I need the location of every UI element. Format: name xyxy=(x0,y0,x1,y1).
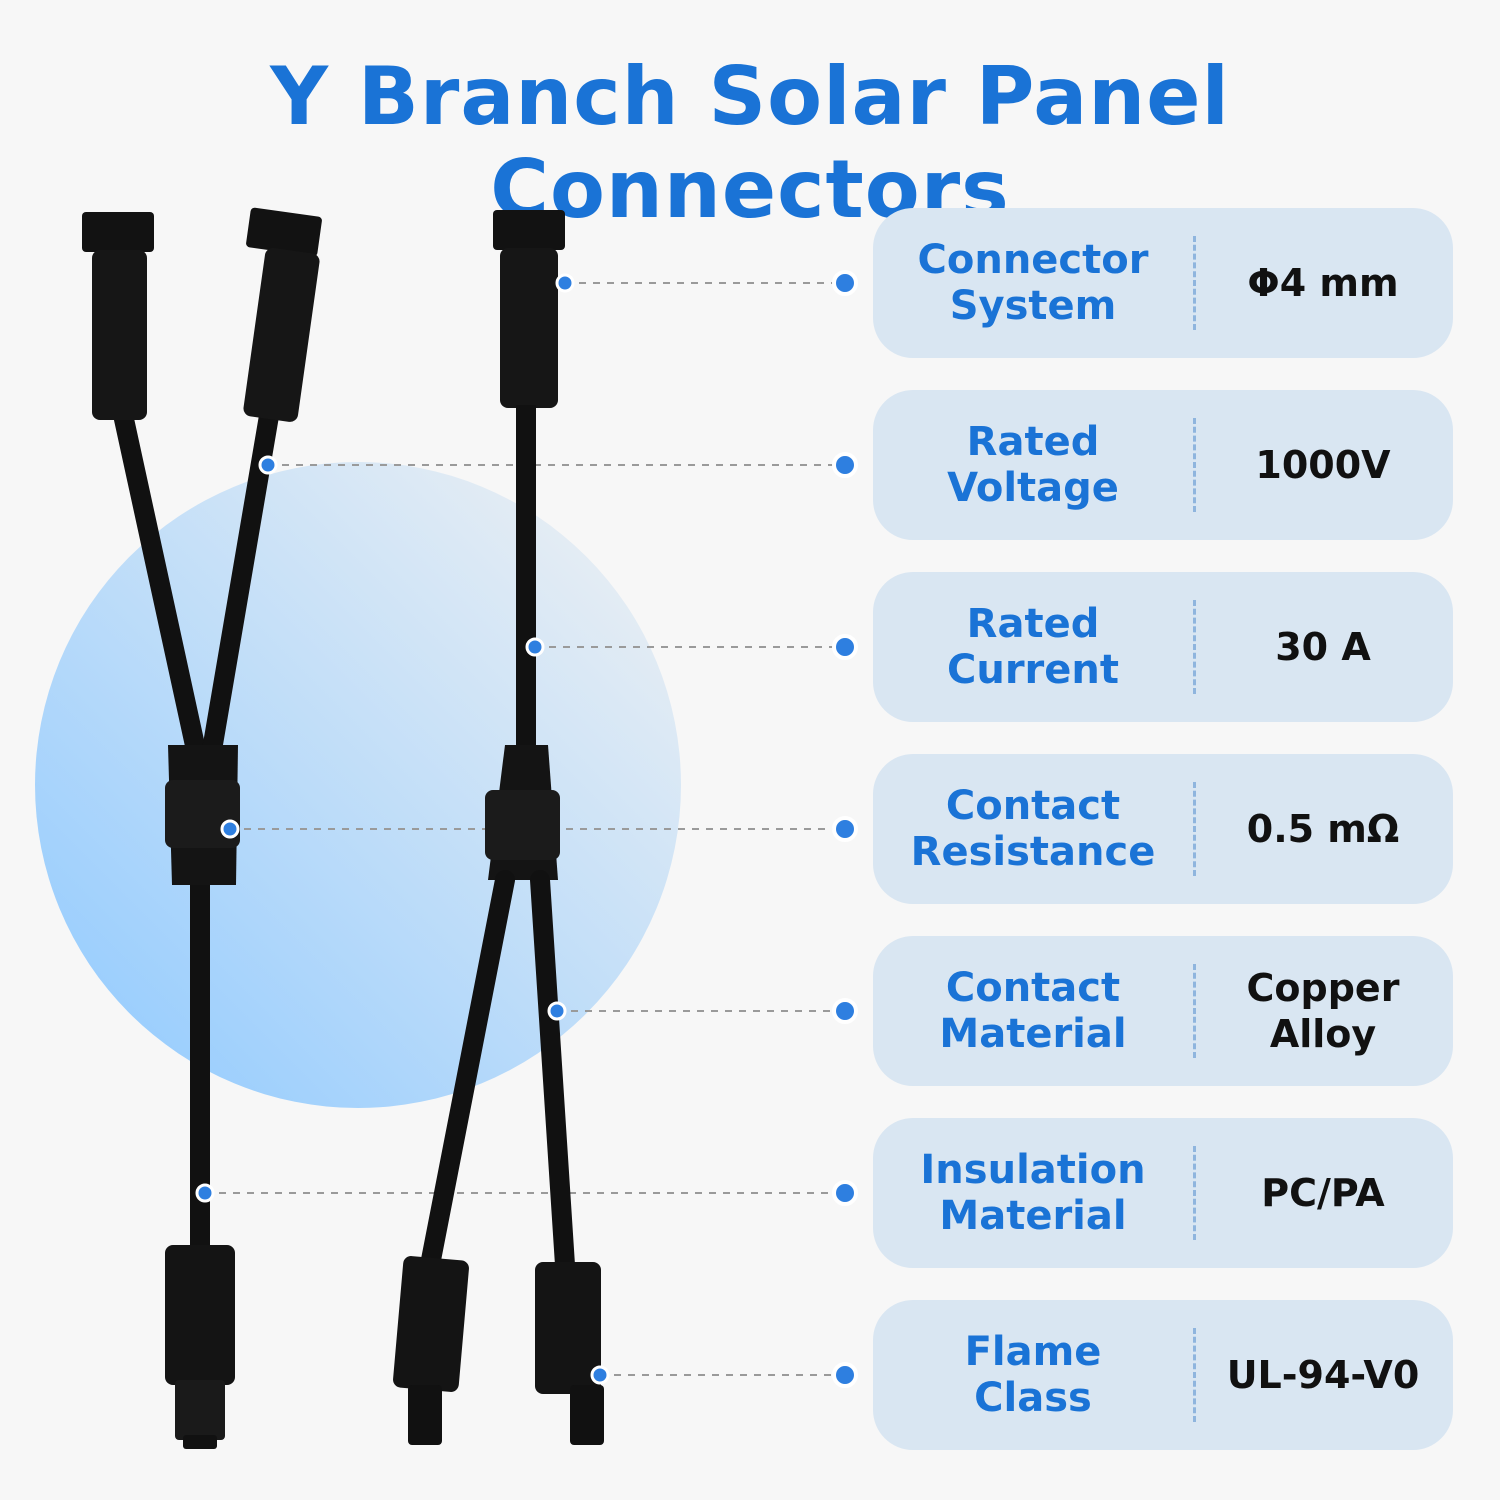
spec-label-line: Rated xyxy=(966,419,1100,465)
spec-value: 30 A xyxy=(1208,572,1438,722)
spec-card-rated-current: Rated Current 30 A xyxy=(873,572,1453,722)
callout-dot xyxy=(832,1362,858,1388)
spec-label-line: Flame xyxy=(964,1329,1102,1375)
callout-dot xyxy=(590,1365,610,1385)
spec-label-line: Material xyxy=(939,1193,1127,1239)
spec-list: Connector System Φ4 mm Rated Voltage 100… xyxy=(873,208,1453,1482)
spec-label: Contact Material xyxy=(893,936,1173,1086)
spec-label: Insulation Material xyxy=(893,1118,1173,1268)
callout-dot xyxy=(555,273,575,293)
spec-value-line: 0.5 mΩ xyxy=(1246,807,1400,851)
spec-label-line: System xyxy=(949,283,1117,329)
spec-label-line: Contact xyxy=(945,965,1121,1011)
spec-label-line: Connector xyxy=(917,237,1149,283)
spec-divider xyxy=(1193,964,1196,1058)
spec-card-connector-system: Connector System Φ4 mm xyxy=(873,208,1453,358)
spec-label-line: Class xyxy=(974,1375,1092,1421)
callout-dot xyxy=(258,455,278,475)
spec-divider xyxy=(1193,236,1196,330)
spec-value: Copper Alloy xyxy=(1208,936,1438,1086)
spec-card-contact-resistance: Contact Resistance 0.5 mΩ xyxy=(873,754,1453,904)
callout-dot xyxy=(832,816,858,842)
callout-dot xyxy=(832,270,858,296)
spec-value: UL-94-V0 xyxy=(1208,1300,1438,1450)
spec-value-line: Alloy xyxy=(1269,1012,1377,1056)
spec-card-rated-voltage: Rated Voltage 1000V xyxy=(873,390,1453,540)
spec-value-line: Copper xyxy=(1246,966,1400,1010)
spec-card-insulation-material: Insulation Material PC/PA xyxy=(873,1118,1453,1268)
spec-card-contact-material: Contact Material Copper Alloy xyxy=(873,936,1453,1086)
spec-label-line: Voltage xyxy=(947,465,1119,511)
spec-card-flame-class: Flame Class UL-94-V0 xyxy=(873,1300,1453,1450)
spec-label-line: Current xyxy=(946,647,1119,693)
spec-value: Φ4 mm xyxy=(1208,208,1438,358)
spec-label-line: Material xyxy=(939,1011,1127,1057)
spec-value-line: UL-94-V0 xyxy=(1226,1353,1420,1397)
spec-value: 1000V xyxy=(1208,390,1438,540)
left-y-cable xyxy=(82,207,322,1449)
spec-divider xyxy=(1193,418,1196,512)
callout-dot xyxy=(195,1183,215,1203)
spec-value-line: PC/PA xyxy=(1261,1171,1385,1215)
spec-label-line: Resistance xyxy=(910,829,1156,875)
callout-dot xyxy=(832,452,858,478)
background-circle xyxy=(35,462,681,1108)
spec-label-line: Rated xyxy=(966,601,1100,647)
spec-label: Flame Class xyxy=(893,1300,1173,1450)
spec-divider xyxy=(1193,600,1196,694)
spec-value-line: Φ4 mm xyxy=(1247,261,1399,305)
spec-label: Connector System xyxy=(893,208,1173,358)
spec-label: Contact Resistance xyxy=(893,754,1173,904)
spec-divider xyxy=(1193,1146,1196,1240)
spec-label-line: Contact xyxy=(945,783,1121,829)
cable-illustration xyxy=(35,207,858,1449)
right-y-cable xyxy=(393,210,604,1445)
spec-label-line: Insulation xyxy=(920,1147,1146,1193)
spec-value: 0.5 mΩ xyxy=(1208,754,1438,904)
callout-dot xyxy=(220,819,240,839)
callout-dot xyxy=(832,1180,858,1206)
callout-dot xyxy=(547,1001,567,1021)
spec-label: Rated Voltage xyxy=(893,390,1173,540)
spec-value-line: 30 A xyxy=(1275,625,1371,669)
spec-divider xyxy=(1193,782,1196,876)
spec-divider xyxy=(1193,1328,1196,1422)
callout-dot xyxy=(832,998,858,1024)
spec-value-line: 1000V xyxy=(1255,443,1391,487)
spec-value: PC/PA xyxy=(1208,1118,1438,1268)
callout-dot xyxy=(525,637,545,657)
page-title: Y Branch Solar Panel Connectors xyxy=(270,50,1230,236)
callout-dot xyxy=(832,634,858,660)
spec-label: Rated Current xyxy=(893,572,1173,722)
